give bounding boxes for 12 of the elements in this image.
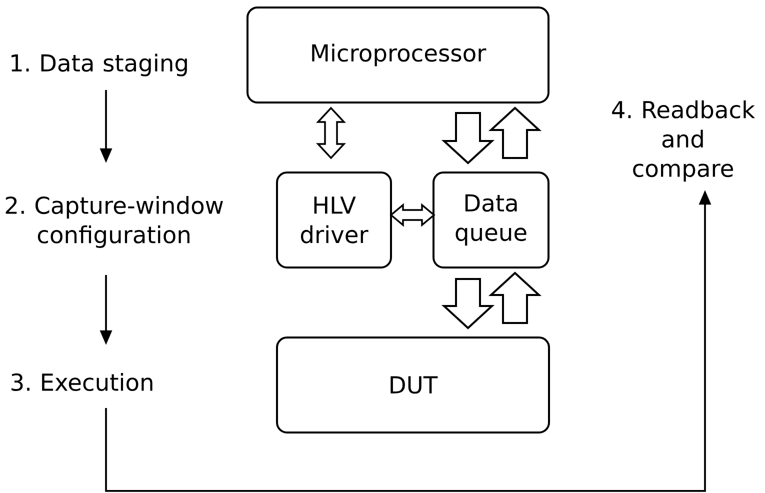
process-box: DUT xyxy=(276,336,550,434)
step-label: 4. Readback and compare xyxy=(612,100,756,182)
process-box: HLV driver xyxy=(276,172,392,268)
block-arrow xyxy=(488,106,542,159)
step-label: 1. Data staging xyxy=(12,54,187,76)
block-arrow xyxy=(441,112,495,164)
block-arrow xyxy=(441,278,495,330)
process-box: Microprocessor xyxy=(246,6,550,104)
step-label: 2. Capture-window configuration xyxy=(6,196,223,248)
process-box: Data queue xyxy=(432,172,550,268)
step-label: 3. Execution xyxy=(12,372,152,392)
block-arrow xyxy=(488,272,542,324)
